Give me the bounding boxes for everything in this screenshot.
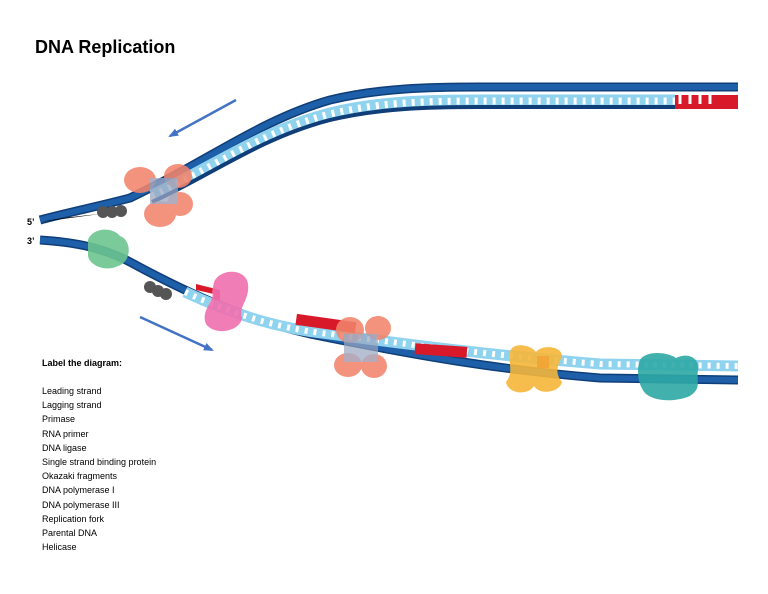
label-panel: Label the diagram: Leading strand Laggin… — [42, 357, 156, 554]
parental-dna — [40, 214, 104, 231]
term-item: RNA primer — [42, 428, 89, 439]
term-item: Leading strand — [42, 386, 102, 396]
term-item: Lagging strand — [42, 400, 102, 411]
single-strand-binding-protein-bottom — [144, 281, 172, 300]
leading-strand — [38, 82, 738, 225]
primase — [204, 271, 249, 332]
dna-polymerase-iii-leading — [124, 164, 193, 227]
term-item: DNA polymerase III — [42, 499, 120, 510]
term-item: Parental DNA — [42, 527, 98, 538]
helicase — [88, 229, 129, 269]
label-panel-heading: Label the diagram: — [42, 358, 123, 368]
term-item: DNA polymerase I — [42, 485, 115, 496]
term-list: Leading strand Lagging strand Primase RN… — [42, 384, 156, 554]
lagging-strand-direction-arrow — [139, 315, 214, 352]
page-title: DNA Replication — [35, 37, 176, 57]
term-item: Okazaki fragments — [42, 471, 118, 482]
dna-polymerase-i — [506, 345, 562, 393]
single-strand-binding-protein-top — [97, 205, 127, 218]
dna-ligase — [638, 353, 699, 401]
leading-strand-direction-arrow — [168, 98, 237, 138]
term-item: Replication fork — [42, 513, 105, 524]
dna-polymerase-iii-lagging — [334, 316, 391, 378]
rna-primer-leading — [675, 95, 738, 109]
term-item: Primase — [42, 414, 76, 425]
term-item: DNA ligase — [42, 442, 87, 453]
three-prime-label: 3’ — [27, 236, 35, 246]
term-item: Helicase — [42, 542, 77, 553]
term-item: Single strand binding protein — [42, 456, 157, 467]
five-prime-label: 5’ — [27, 217, 35, 227]
